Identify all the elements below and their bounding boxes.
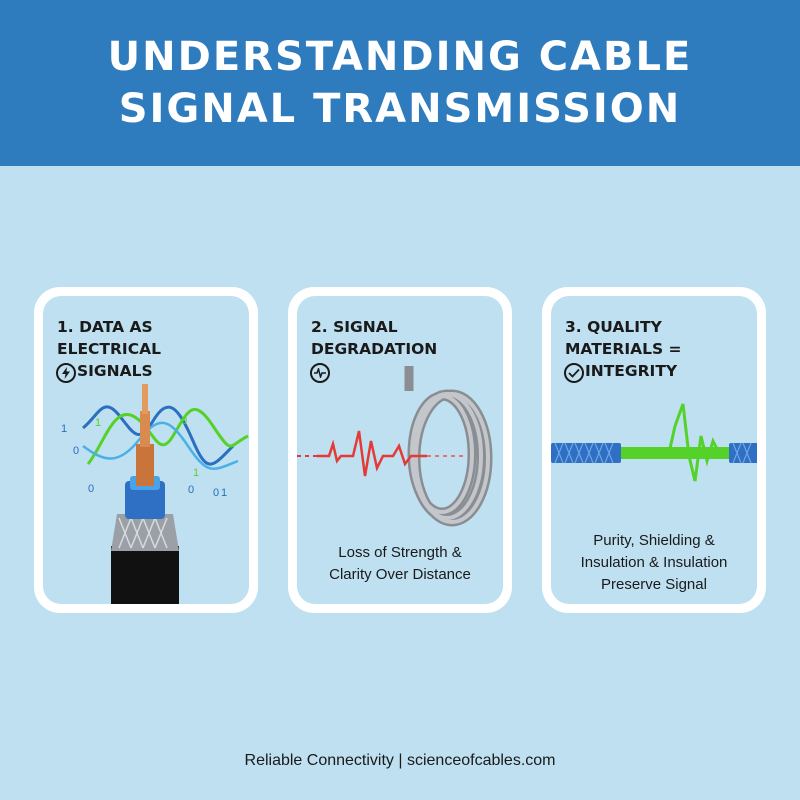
- page-title-line-1: UNDERSTANDING CABLE: [107, 34, 693, 80]
- pulse-icon: [310, 363, 330, 383]
- card-1-title-line-2: SIGNALS: [77, 362, 153, 380]
- card-1-title-line-1: 1. DATA AS ELECTRICAL: [57, 318, 161, 358]
- card-1-panel: 1. DATA AS ELECTRICAL SIGNALS 1 0 1 0 0 …: [43, 296, 249, 604]
- coiled-cable-illustration: [297, 366, 493, 527]
- bit-label: 1: [221, 487, 227, 499]
- card-3-caption-line-3: Preserve Signal: [601, 576, 707, 593]
- card-2-caption: Loss of Strength & Clarity Over Distance: [301, 542, 499, 586]
- card-quality-materials: 3. QUALITY MATERIALS = INTEGRITY: [542, 287, 766, 613]
- card-3-caption-line-1: Purity, Shielding &: [593, 532, 715, 549]
- card-3-title: 3. QUALITY MATERIALS = INTEGRITY: [565, 316, 751, 382]
- card-3-title-line-1: 3. QUALITY MATERIALS =: [565, 318, 682, 358]
- card-3-panel: 3. QUALITY MATERIALS = INTEGRITY: [551, 296, 757, 604]
- bit-label: 0: [88, 483, 94, 495]
- bit-label: 0: [181, 415, 187, 427]
- bit-label: 1: [61, 423, 67, 435]
- card-1-title: 1. DATA AS ELECTRICAL SIGNALS: [57, 316, 243, 382]
- card-3-caption-line-2: Insulation & Insulation: [580, 554, 728, 571]
- bit-label: 0: [188, 484, 194, 496]
- coax-cable-illustration: 1 0 1 0 0 1 0 0 1: [61, 384, 249, 604]
- card-2-caption-line-2: Clarity Over Distance: [329, 566, 471, 583]
- bit-label: 0: [73, 445, 79, 457]
- card-3-caption: Purity, Shielding & Insulation & Insulat…: [555, 530, 753, 596]
- card-2-title: 2. SIGNAL DEGRADATION: [311, 318, 438, 358]
- bit-label: 1: [193, 467, 199, 479]
- page-title-line-2: SIGNAL TRANSMISSION: [118, 86, 682, 132]
- quality-cable-illustration: [551, 403, 757, 482]
- bit-label: 1: [95, 417, 101, 429]
- lightning-icon: [56, 363, 76, 383]
- footer-text: Reliable Connectivity | scienceofcables.…: [244, 752, 556, 769]
- header-banner: UNDERSTANDING CABLE SIGNAL TRANSMISSION: [0, 0, 800, 166]
- card-2-panel: 2. SIGNAL DEGRADATION Loss of Strength: [297, 296, 503, 604]
- bit-label: 0: [213, 487, 219, 499]
- card-3-title-line-2: INTEGRITY: [585, 362, 678, 380]
- checkmark-icon: [564, 363, 584, 383]
- card-signal-degradation: 2. SIGNAL DEGRADATION Loss of Strength: [288, 287, 512, 613]
- card-data-as-signals: 1. DATA AS ELECTRICAL SIGNALS 1 0 1 0 0 …: [34, 287, 258, 613]
- card-2-caption-line-1: Loss of Strength &: [338, 544, 462, 561]
